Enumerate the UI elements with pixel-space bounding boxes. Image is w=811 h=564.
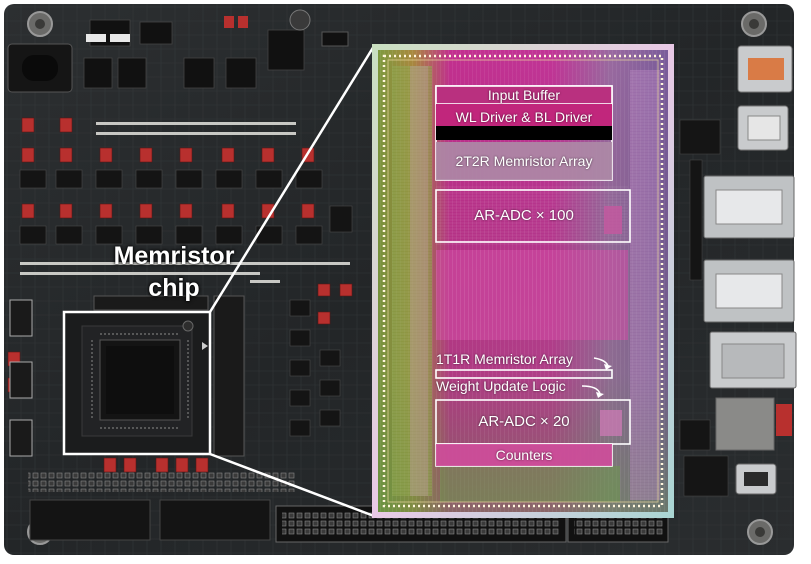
weight-update-label: Weight Update Logic	[436, 378, 566, 394]
array-2t2r-label: 2T2R Memristor Array	[455, 153, 593, 169]
memristor-chip-label: Memristor chip	[113, 242, 235, 302]
memristor-die-image	[372, 44, 674, 518]
right-connectors	[703, 45, 797, 495]
counters-label: Counters	[495, 447, 553, 463]
callout-line-bottom	[209, 452, 375, 518]
callout-line-top	[208, 45, 376, 313]
adc-100-label: AR-ADC × 100	[474, 207, 574, 224]
array-1t1r-label: 1T1R Memristor Array	[436, 351, 573, 367]
array-1t1r-outline	[435, 369, 613, 379]
adc-20-label: AR-ADC × 20	[478, 413, 570, 430]
adc-100-outline	[435, 189, 631, 243]
wl-bl-driver-label: WL Driver & BL Driver	[455, 109, 593, 125]
memristor-chip-package	[62, 310, 212, 456]
input-buffer-label: Input Buffer	[487, 87, 561, 103]
